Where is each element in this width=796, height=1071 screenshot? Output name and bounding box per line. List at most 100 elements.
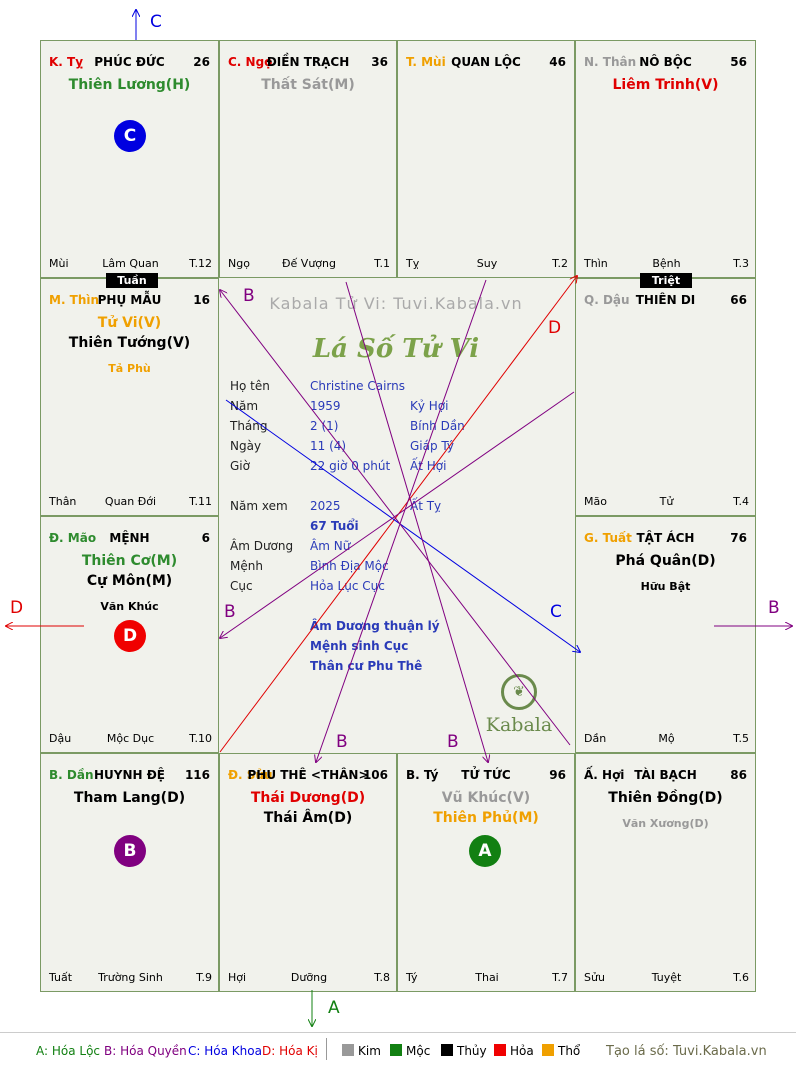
palace-footer-right: T.7 [552,971,568,984]
palace-footer-left: Sửu [584,971,605,984]
palace-footer-right: T.11 [189,495,212,508]
year-value: 1959 [310,399,341,413]
palace-number: 6 [201,531,210,545]
palace-footer-left: Tỵ [406,257,420,270]
major-star: Thiên Tướng(V) [68,335,191,351]
palace-footer-center: Lâm Quan [102,257,159,270]
line-label-b4: B [447,732,459,752]
day-value: 11 (4) [310,439,347,453]
palace-can-chi: K. Tỵ [49,55,84,69]
palace-footer-center: Suy [476,257,498,270]
palace-name: NÔ BỘC [639,55,692,69]
palace-footer-left: Hợi [228,971,247,984]
legend-tho: Thổ [542,1044,580,1058]
legend-hoa-ki: D: Hóa Kị [262,1044,318,1058]
legend-hoa-loc: A: Hóa Lộc [36,1044,101,1058]
palace-footer-left: Mùi [49,257,69,270]
year-canchi: Kỷ Hợi [410,399,449,413]
amduong-value: Âm Nữ [310,539,351,553]
legend-hoa-khoa: C: Hóa Khoa [188,1044,262,1058]
view-year-value: 2025 [310,499,341,513]
palace-footer-left: Tuất [49,971,73,984]
palace-footer-center: Đế Vượng [282,257,336,270]
note-amduong: Âm Dương thuận lý [310,619,440,633]
palace-number: 46 [549,55,566,69]
palace-stars: Thất Sát(M) [220,75,396,95]
palace-footer-left: Thân [49,495,77,508]
palace-stars: Tham Lang(D) [41,788,218,808]
axis-label-left: D [10,598,24,618]
palace-can-chi: Đ. Mão [49,531,97,545]
note-menh-cuc: Mệnh sinh Cục [310,639,409,653]
kabala-text: Kabala [485,714,553,736]
palace-can-chi: Q. Dậu [584,293,630,307]
name-value: Christine Cairns [310,379,405,393]
major-star: Thiên Đồng(D) [608,790,723,806]
palace-number: 86 [730,768,747,782]
day-canchi: Giáp Tý [410,439,454,453]
palace-stars: Thiên Cơ(M) Cự Môn(M) Văn Khúc [41,551,218,615]
line-label-b1: B [243,286,255,306]
palace-number: 116 [184,768,210,782]
palace-can-chi: Đ. Sửu [228,768,273,782]
legend-hoa-quyen: B: Hóa Quyền [104,1044,187,1058]
palace-footer: Thân Quan Đới T.11 [49,495,212,509]
site-title: Kabala Tử Vi: Tuvi.Kabala.vn [269,294,523,313]
tho-swatch-icon [542,1044,554,1056]
amduong-label: Âm Dương [230,539,294,553]
view-year-label: Năm xem [230,499,288,513]
palace-name: TẬT ÁCH [636,531,695,545]
hour-value: 22 giờ 0 phút [310,459,391,473]
palace-number: 96 [549,768,566,782]
palace-can-chi: C. Ngọ [228,55,273,69]
major-star: Thiên Cơ(M) [81,553,178,569]
palace-name: PHÚC ĐỨC [94,55,165,69]
palace-footer-left: Thìn [584,257,608,270]
legend-bar: A: Hóa Lộc B: Hóa Quyền C: Hóa Khoa D: H… [0,1032,796,1071]
palace-can-chi: T. Mùi [406,55,446,69]
palace-footer-left: Mão [584,495,607,508]
palace-stars: Thiên Lương(H) [41,75,218,95]
minor-star: Văn Khúc [100,600,159,613]
palace-footer-right: T.4 [733,495,749,508]
palace-footer-center: Thai [475,971,499,984]
menh-value: Bình Địa Mộc [310,559,389,573]
palace-stars: Thái Dương(D)Thái Âm(D) [220,788,396,828]
axis-label-bottom: A [328,998,340,1018]
major-star: Tử Vi(V) [97,315,162,331]
palace-footer-center: Quan Đới [104,495,157,508]
palace-stars: Vũ Khúc(V)Thiên Phủ(M) [398,788,574,828]
palace-footer-left: Dần [584,732,607,745]
palace-number: 106 [362,768,388,782]
legend-hoa: Hỏa [494,1044,534,1058]
major-star: Thiên Lương(H) [68,77,191,93]
cuc-label: Cục [230,579,253,593]
palace-can-chi: B. Dần [49,768,94,782]
menh-label: Mệnh [230,559,263,573]
tree-icon: ❦ [501,674,537,710]
view-year-canchi: Ất Tỵ [410,499,442,513]
legend-kim: Kim [342,1044,381,1058]
major-star: Thái Dương(D) [250,790,366,806]
palace-footer-center: Mộ [658,732,675,745]
palace-stars: Tử Vi(V)Thiên Tướng(V)Tả Phù [41,313,218,377]
legend-site-link[interactable]: Tạo lá số: Tuvi.Kabala.vn [606,1044,767,1059]
major-star: Cự Môn(M) [86,573,173,589]
